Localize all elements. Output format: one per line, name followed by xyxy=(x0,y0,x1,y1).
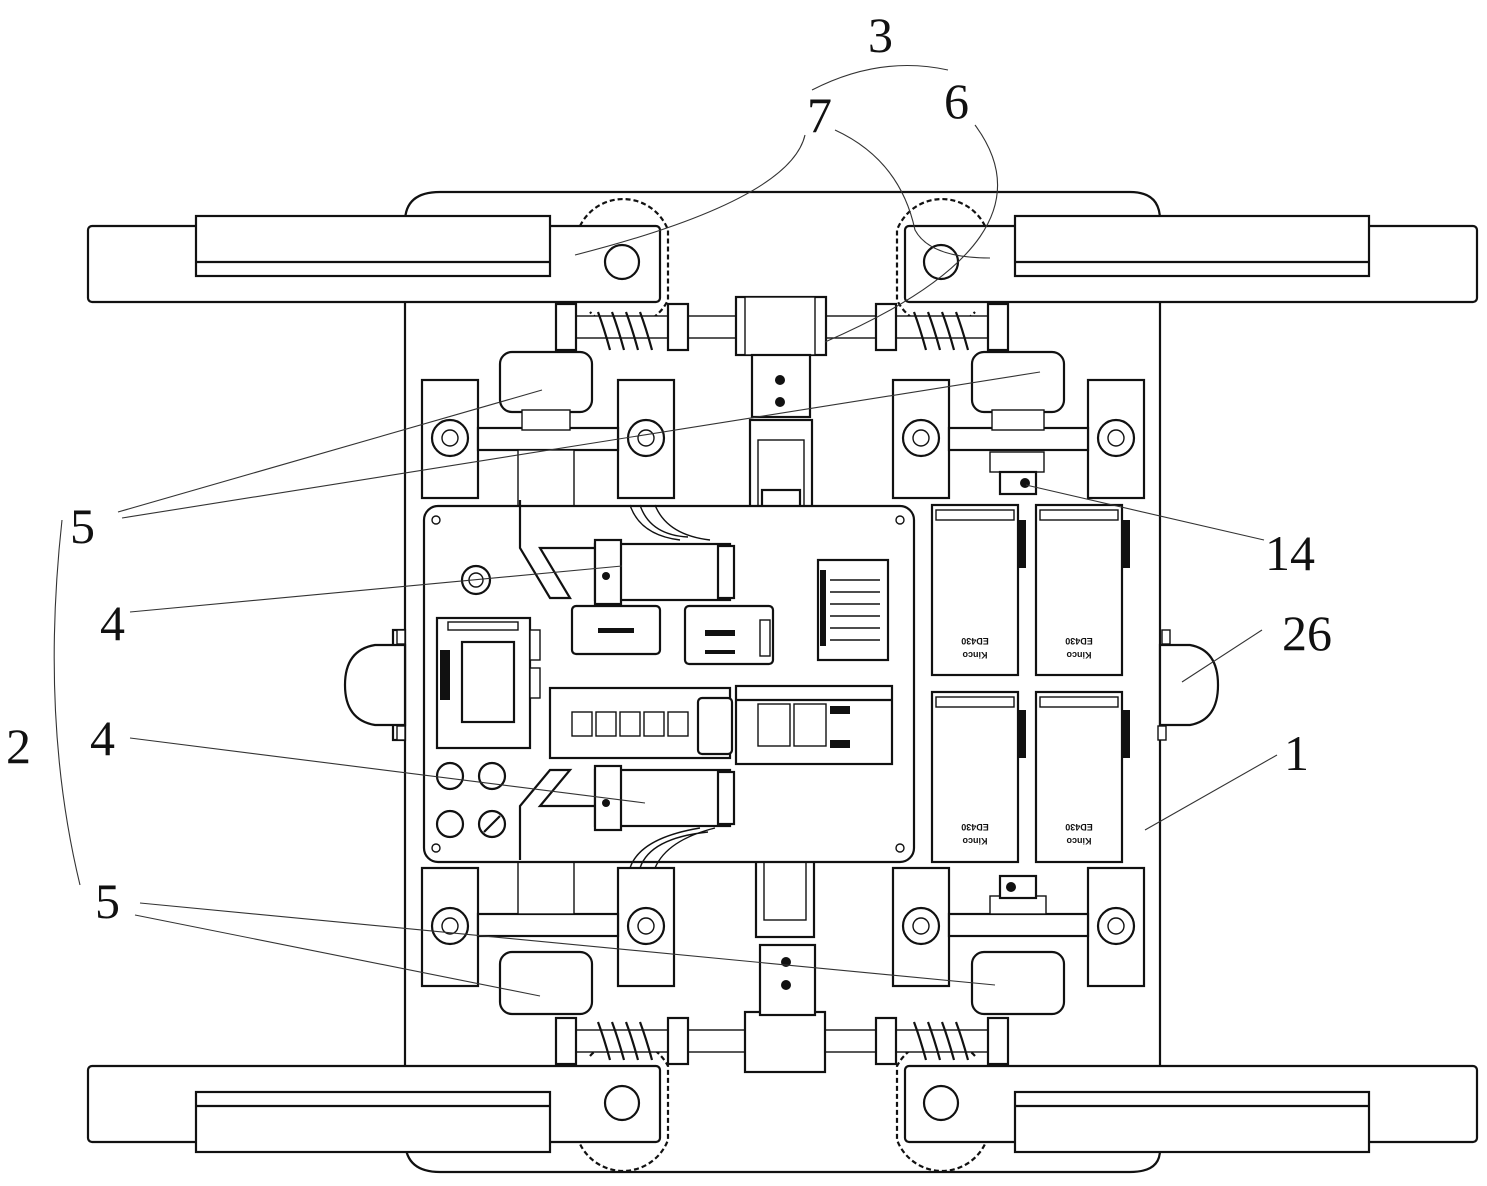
driver-brand-text: Kinco xyxy=(962,836,988,846)
sensor-block-top xyxy=(1000,472,1036,494)
label-1: 1 xyxy=(1284,725,1309,781)
label-4-lower: 4 xyxy=(90,710,115,766)
dc-converter-2 xyxy=(685,606,773,664)
relay-rail xyxy=(550,688,732,758)
label-26: 26 xyxy=(1282,605,1332,661)
servo-driver-1: Kinco ED430 xyxy=(932,505,1026,675)
leader-2 xyxy=(54,520,80,885)
wheel-module-top-left xyxy=(422,352,674,510)
right-lifting-lug xyxy=(1158,630,1218,740)
label-7: 7 xyxy=(807,87,832,143)
label-5-upper: 5 xyxy=(70,498,95,554)
servo-driver-3: Kinco ED430 xyxy=(932,692,1026,862)
label-2: 2 xyxy=(6,718,31,774)
sensor-block-bottom xyxy=(1000,876,1036,898)
label-5-lower: 5 xyxy=(95,873,120,929)
label-3: 3 xyxy=(868,7,893,63)
servo-driver-4: Kinco ED430 xyxy=(1036,692,1130,862)
flipper-arm-top-right xyxy=(905,216,1477,302)
flipper-arm-bottom-right xyxy=(905,1066,1477,1152)
top-worm-shaft xyxy=(556,297,1008,355)
driver-model-text: ED430 xyxy=(1065,636,1093,646)
label-14: 14 xyxy=(1265,525,1315,581)
label-6: 6 xyxy=(944,73,969,129)
wheel-module-bottom-left xyxy=(422,860,674,1014)
controller-board xyxy=(437,618,540,748)
driver-brand-text: Kinco xyxy=(1066,650,1092,660)
leader-3 xyxy=(812,66,948,91)
flipper-arm-top-left xyxy=(88,216,660,302)
dc-converter-1 xyxy=(572,606,660,654)
plc-module xyxy=(736,686,892,764)
flipper-arm-bottom-left xyxy=(88,1066,660,1152)
leader-1 xyxy=(1145,755,1277,830)
servo-driver-2: Kinco ED430 xyxy=(1036,505,1130,675)
driver-model-text: ED430 xyxy=(961,822,989,832)
driver-brand-text: Kinco xyxy=(1066,836,1092,846)
io-terminal-board xyxy=(818,560,888,660)
label-4-upper: 4 xyxy=(100,595,125,651)
driver-model-text: ED430 xyxy=(1065,822,1093,832)
driver-model-text: ED430 xyxy=(961,636,989,646)
left-lifting-lug xyxy=(345,630,405,740)
driver-brand-text: Kinco xyxy=(962,650,988,660)
